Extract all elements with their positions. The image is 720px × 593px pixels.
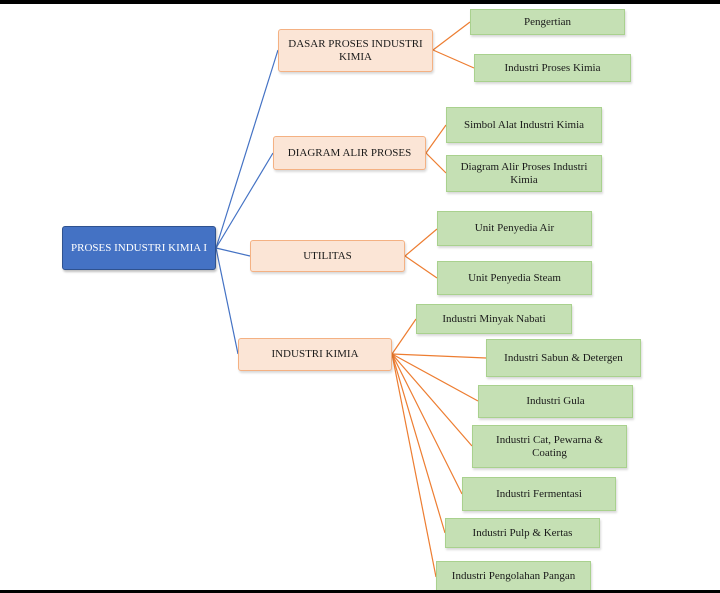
link-root-diagram (215, 152, 274, 249)
leaf-label: Industri Pulp & Kertas (472, 526, 573, 539)
root-node: PROSES INDUSTRI KIMIA I (62, 226, 216, 270)
link-root-dasar (215, 49, 279, 249)
link-industri-pangan (391, 353, 437, 578)
leaf-node-simbol-alat: Simbol Alat Industri Kimia (446, 107, 602, 143)
leaf-label: Industri Minyak Nabati (442, 312, 546, 325)
leaf-label: Unit Penyedia Steam (468, 271, 561, 284)
leaf-node-fermentasi: Industri Fermentasi (462, 477, 616, 511)
category-label: INDUSTRI KIMIA (271, 348, 359, 361)
leaf-label: Industri Sabun & Detergen (504, 351, 623, 364)
category-node-dasar-proses: DASAR PROSES INDUSTRI KIMIA (278, 29, 433, 72)
leaf-label: Unit Penyedia Air (474, 222, 555, 235)
leaf-label: Industri Proses Kimia (504, 61, 601, 74)
category-node-utilitas: UTILITAS (250, 240, 405, 272)
leaf-node-minyak-nabati: Industri Minyak Nabati (416, 304, 572, 334)
category-label: DASAR PROSES INDUSTRI KIMIA (288, 38, 423, 63)
link-utilitas-air (404, 228, 438, 257)
link-root-industri (215, 247, 239, 355)
top-border (0, 0, 720, 4)
leaf-label: Industri Cat, Pewarna & Coating (496, 434, 603, 459)
link-root-utilitas (215, 247, 251, 257)
link-industri-pulp (391, 353, 446, 534)
category-label: DIAGRAM ALIR PROSES (287, 146, 412, 159)
link-industri-sabun (391, 353, 487, 359)
leaf-label: Simbol Alat Industri Kimia (463, 118, 585, 131)
link-dasar-proses (432, 49, 475, 69)
link-industri-cat (391, 353, 473, 447)
category-label: UTILITAS (303, 249, 352, 262)
leaf-label: Diagram Alir Proses Industri Kimia (460, 161, 588, 186)
link-industri-minyak (391, 318, 417, 355)
link-dasar-pengertian (432, 21, 471, 51)
category-node-diagram-alir: DIAGRAM ALIR PROSES (273, 136, 426, 170)
leaf-label: Industri Pengolahan Pangan (451, 570, 576, 583)
leaf-node-pulp-kertas: Industri Pulp & Kertas (445, 518, 600, 548)
leaf-node-gula: Industri Gula (478, 385, 633, 418)
link-diagram-alir (425, 152, 447, 174)
leaf-label: Industri Gula (526, 395, 585, 408)
leaf-node-pengertian: Pengertian (470, 9, 625, 35)
link-industri-gula (391, 353, 479, 402)
leaf-node-unit-penyedia-steam: Unit Penyedia Steam (437, 261, 592, 295)
link-industri-fermentasi (391, 353, 463, 495)
leaf-node-unit-penyedia-air: Unit Penyedia Air (437, 211, 592, 246)
root-label: PROSES INDUSTRI KIMIA I (71, 241, 207, 254)
leaf-node-industri-proses-kimia: Industri Proses Kimia (474, 54, 631, 82)
link-diagram-simbol (425, 124, 447, 154)
link-utilitas-steam (404, 255, 438, 279)
leaf-node-sabun-detergen: Industri Sabun & Detergen (486, 339, 641, 377)
leaf-label: Industri Fermentasi (496, 487, 582, 500)
bottom-border (0, 590, 720, 593)
leaf-node-diagram-alir-proses: Diagram Alir Proses Industri Kimia (446, 155, 602, 192)
leaf-label: Pengertian (523, 15, 572, 28)
category-node-industri-kimia: INDUSTRI KIMIA (238, 338, 392, 371)
leaf-node-pengolahan-pangan: Industri Pengolahan Pangan (436, 561, 591, 592)
leaf-node-cat-pewarna: Industri Cat, Pewarna & Coating (472, 425, 627, 468)
